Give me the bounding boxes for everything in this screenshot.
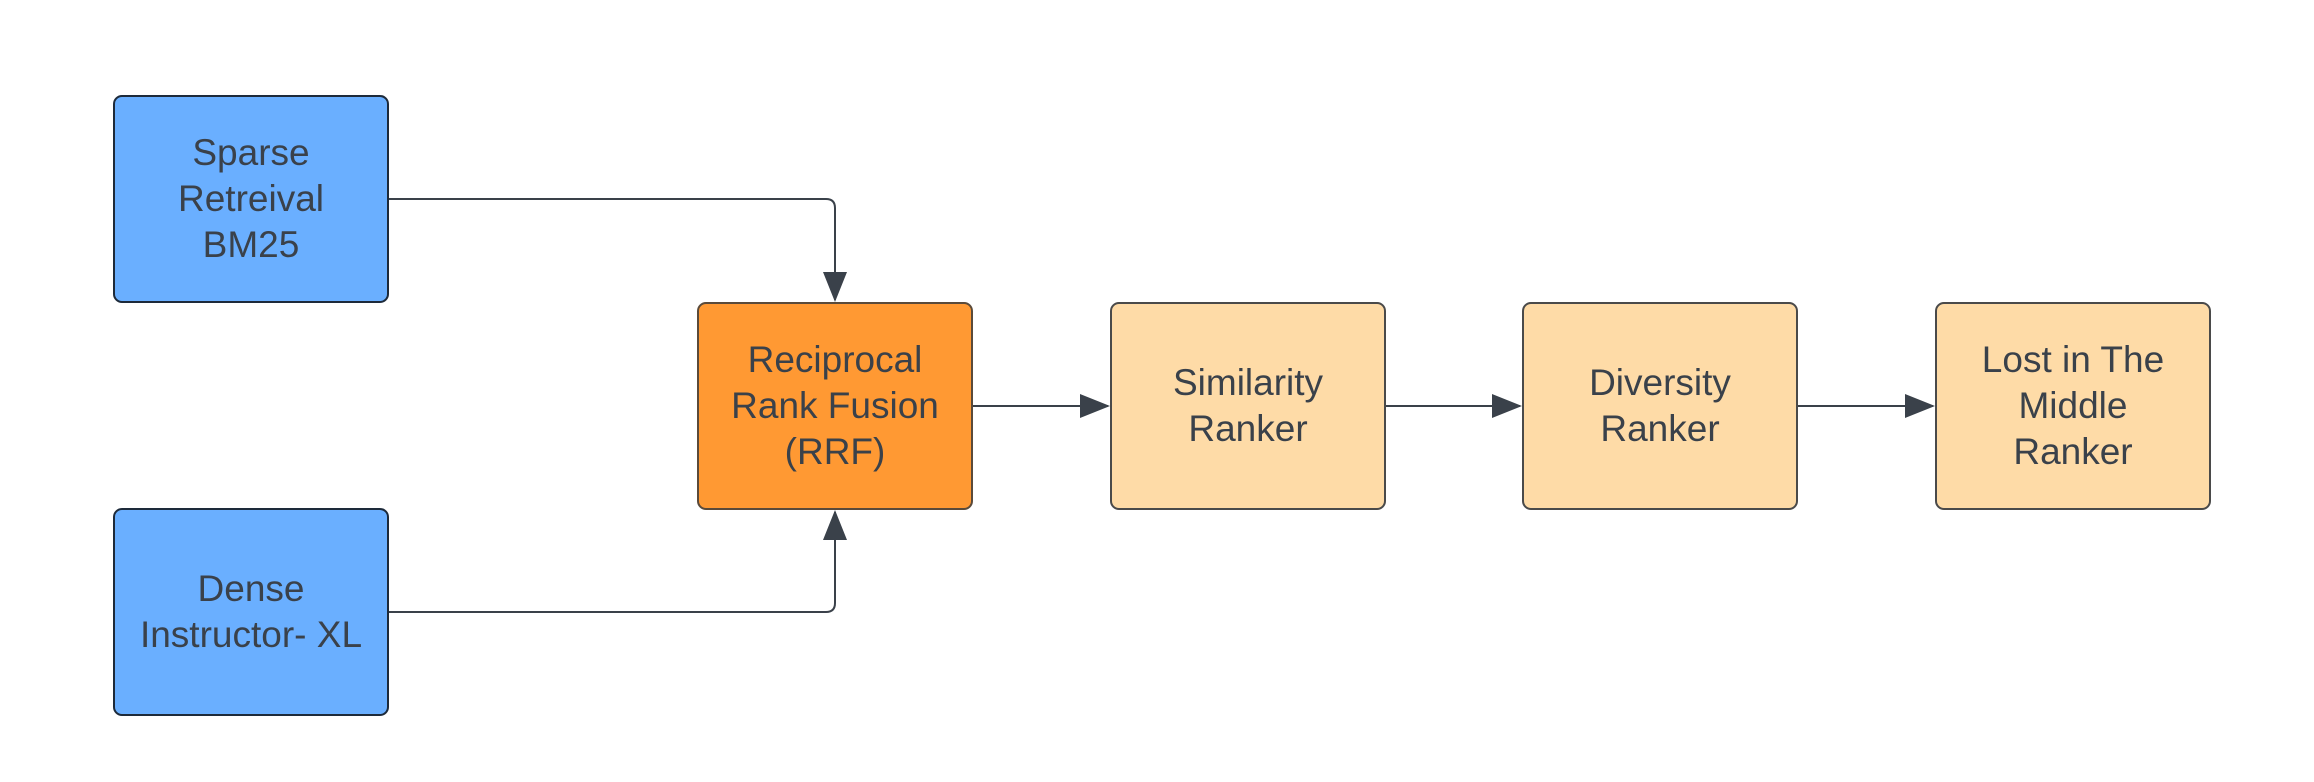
label-line: Rank Fusion — [731, 385, 939, 426]
node-reciprocal-rank-fusion[interactable]: Reciprocal Rank Fusion (RRF) — [697, 302, 973, 510]
node-label: Similarity Ranker — [1173, 360, 1323, 452]
edge-sparse-to-rrf — [389, 198, 847, 302]
node-label: Dense Instructor- XL — [140, 566, 362, 658]
label-line: Ranker — [1600, 408, 1720, 449]
node-diversity-ranker[interactable]: Diversity Ranker — [1522, 302, 1798, 510]
node-label: Sparse Retreival BM25 — [178, 130, 324, 268]
label-line: Instructor- XL — [139, 614, 363, 655]
label-line: Middle — [2018, 385, 2128, 426]
label-line: Ranker — [2013, 431, 2133, 472]
node-label: Diversity Ranker — [1589, 360, 1731, 452]
label-line: Similarity — [1172, 362, 1324, 403]
label-line: Dense — [197, 568, 305, 609]
node-sparse-retrieval[interactable]: Sparse Retreival BM25 — [113, 95, 389, 303]
label-line: Lost in The — [1981, 339, 2165, 380]
label-line: Retreival — [178, 178, 324, 219]
label-line: (RRF) — [784, 431, 886, 472]
node-lost-in-the-middle-ranker[interactable]: Lost in The Middle Ranker — [1935, 302, 2211, 510]
label-line: Sparse — [192, 132, 310, 173]
edge-dense-to-rrf — [389, 510, 847, 613]
label-line: Reciprocal — [747, 339, 923, 380]
node-label: Reciprocal Rank Fusion (RRF) — [731, 337, 939, 475]
node-label: Lost in The Middle Ranker — [1982, 337, 2164, 475]
node-similarity-ranker[interactable]: Similarity Ranker — [1110, 302, 1386, 510]
label-line: Diversity — [1589, 362, 1731, 403]
label-line: BM25 — [202, 224, 300, 265]
node-dense-retrieval[interactable]: Dense Instructor- XL — [113, 508, 389, 716]
label-line: Ranker — [1188, 408, 1308, 449]
